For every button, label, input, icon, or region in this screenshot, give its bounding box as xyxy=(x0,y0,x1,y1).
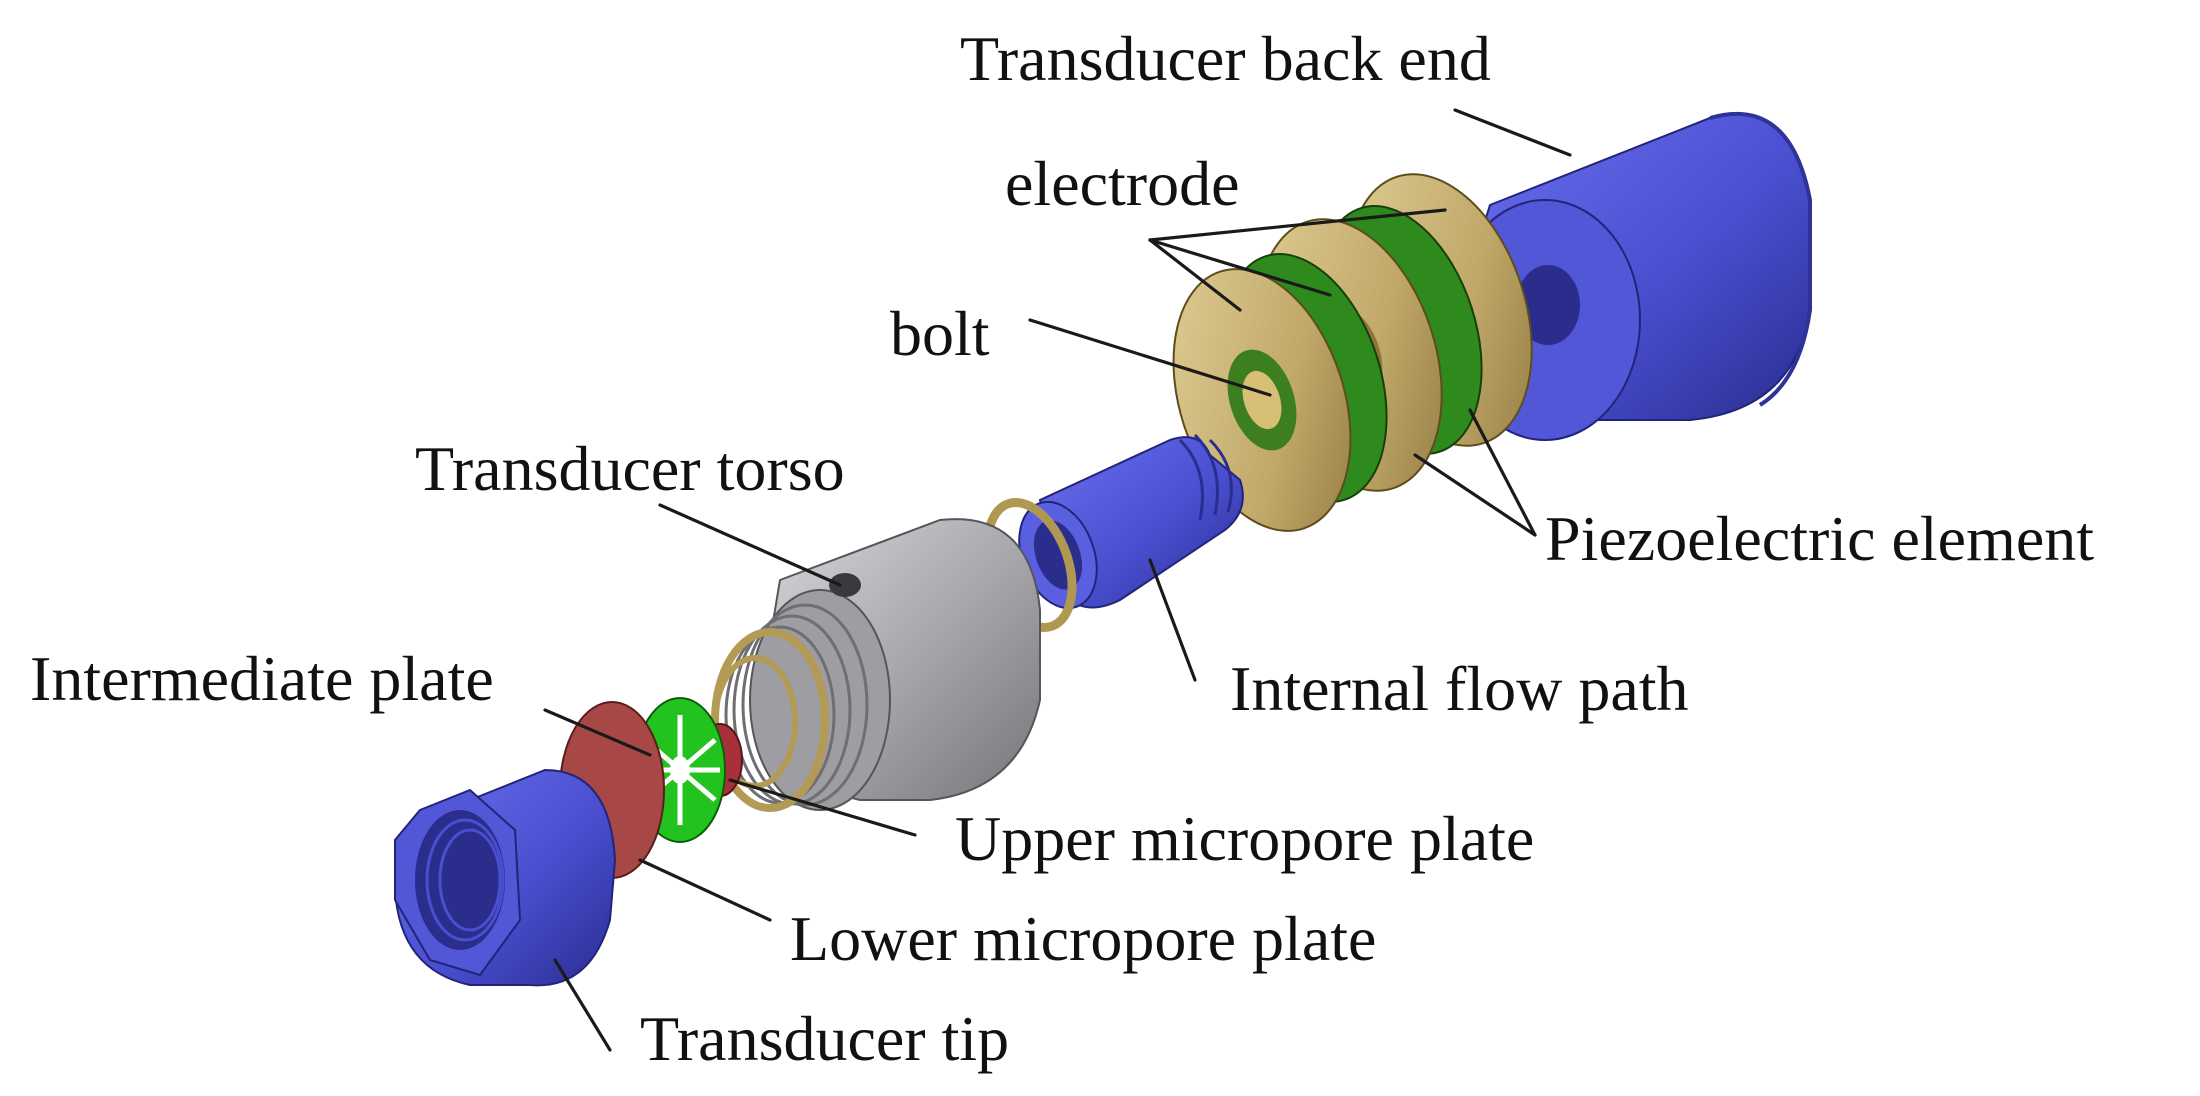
leader-piezo-1 xyxy=(1468,408,1537,537)
leader-electrode-2 xyxy=(1148,238,1332,297)
leader-back-end xyxy=(1453,108,1572,157)
label-transducer-tip: Transducer tip xyxy=(640,1003,1009,1074)
leader-bolt xyxy=(1028,318,1272,397)
label-upper-micropore-plate: Upper micropore plate xyxy=(955,803,1534,874)
label-electrode: electrode xyxy=(1005,148,1240,219)
leader-piezo-2 xyxy=(1413,453,1537,537)
leader-electrode-3 xyxy=(1148,238,1242,312)
label-internal-flow-path: Internal flow path xyxy=(1230,653,1689,724)
label-bolt: bolt xyxy=(890,298,990,369)
leader-torso xyxy=(658,503,842,587)
transducer-torso xyxy=(711,518,1041,812)
leader-flow-path xyxy=(1148,558,1197,682)
leader-tip xyxy=(553,958,612,1052)
label-piezoelectric-element: Piezoelectric element xyxy=(1545,503,2094,574)
leader-upper-plate xyxy=(728,778,917,837)
transducer-tip xyxy=(393,768,617,987)
label-lower-micropore-plate: Lower micropore plate xyxy=(790,903,1376,974)
label-transducer-back-end: Transducer back end xyxy=(960,23,1491,94)
labels: Transducer back end electrode bolt Trans… xyxy=(30,23,2094,1074)
leader-intermediate-plate xyxy=(543,708,652,757)
piezo-electrode-stack xyxy=(1172,173,1533,532)
leader-lines xyxy=(543,108,1572,1052)
label-intermediate-plate: Intermediate plate xyxy=(30,643,494,714)
leader-lower-plate xyxy=(638,858,772,922)
label-transducer-torso: Transducer torso xyxy=(415,433,845,504)
leader-electrode-1 xyxy=(1148,208,1447,242)
